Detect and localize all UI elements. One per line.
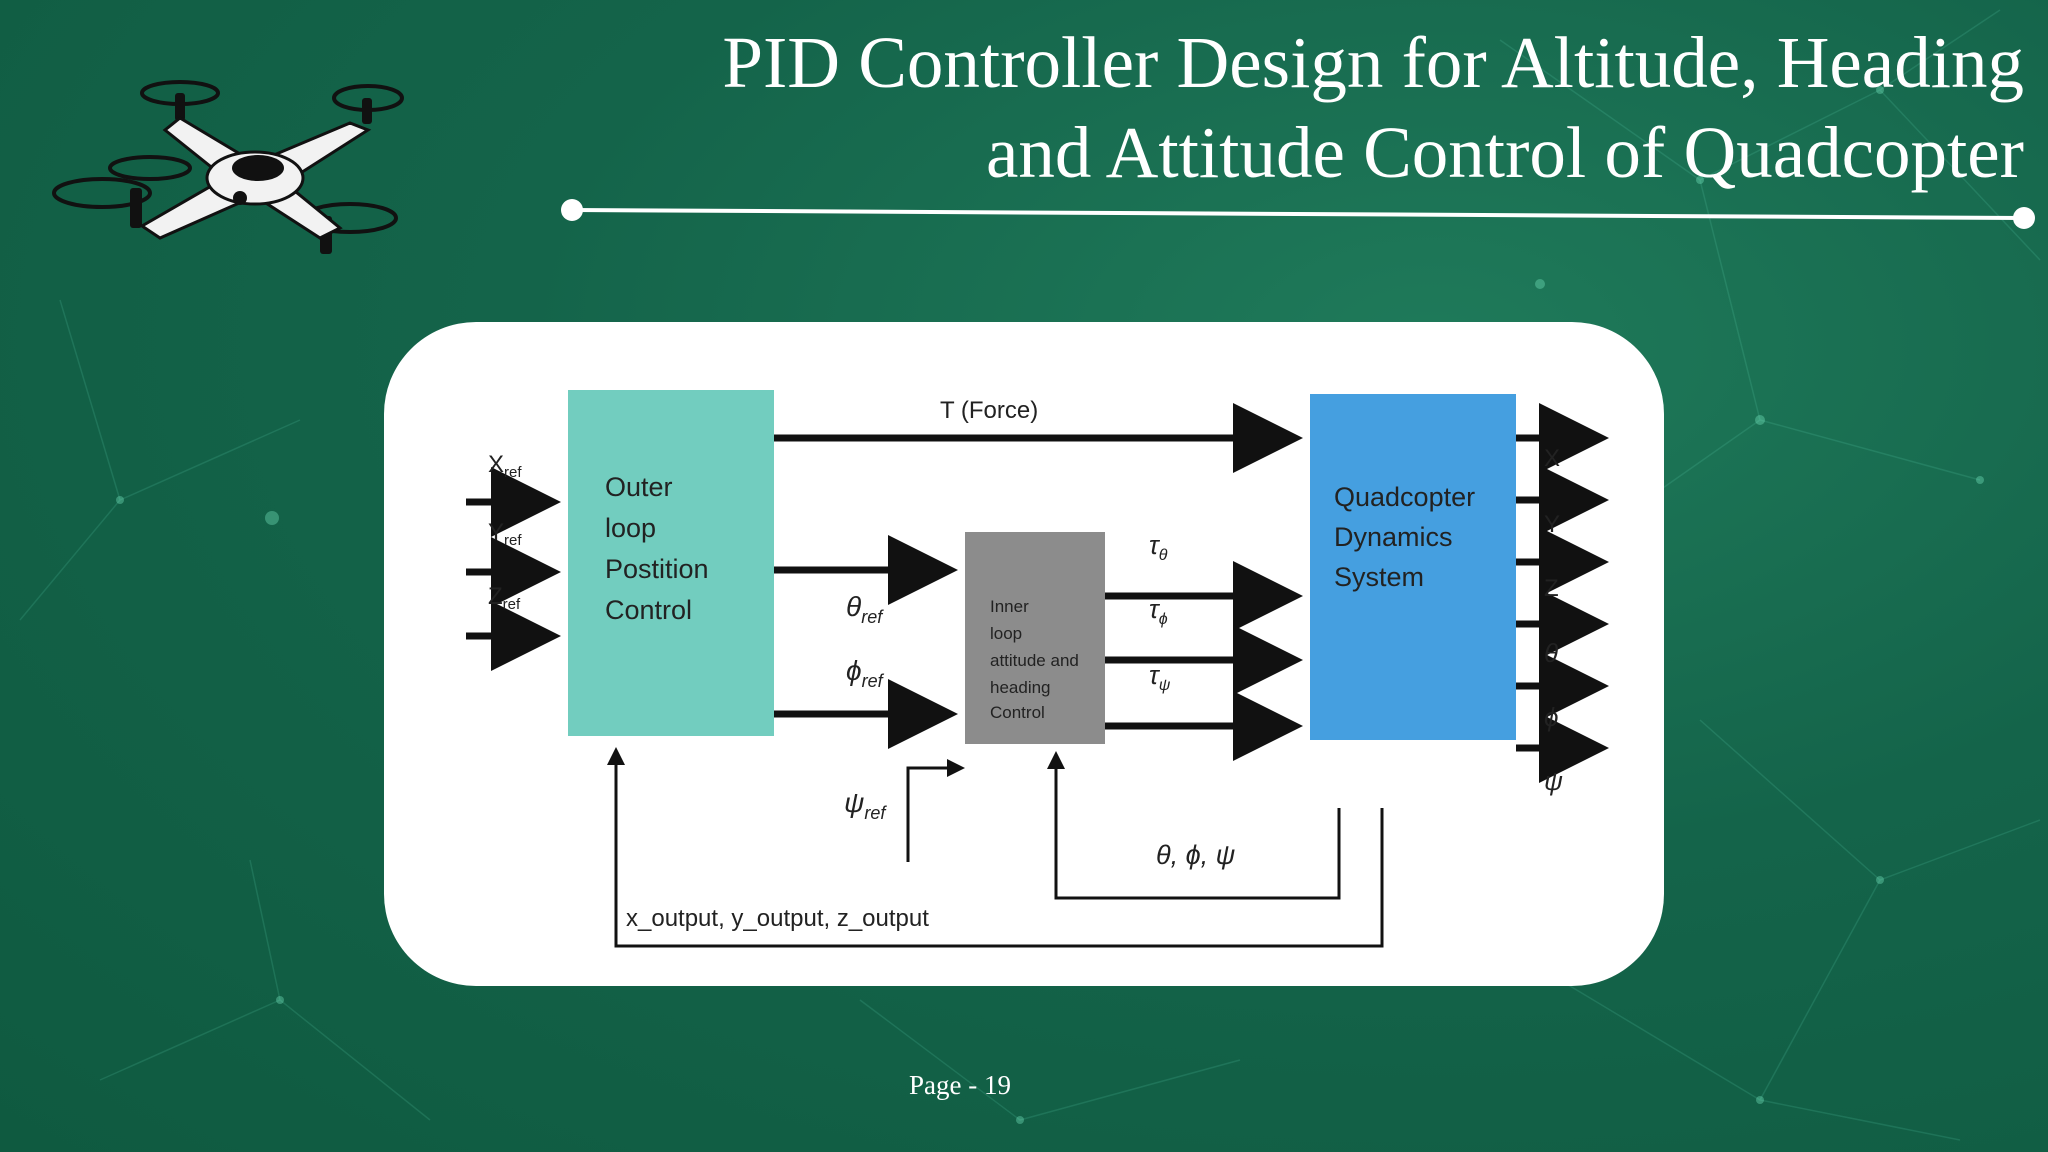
outer-loop-block [568,390,774,736]
title-line-1: PID Controller Design for Altitude, Head… [722,22,2024,103]
diagram-card: Outer loop Postition Control Inner loop … [384,322,1664,986]
output-psi-label: ψ [1544,766,1563,796]
output-phi-label: ϕ [1544,702,1558,732]
phi-ref-label: ϕref [846,655,885,691]
y-ref-label: Yref [488,519,522,549]
z-ref-label: Zref [488,583,521,613]
psi-ref-label: ψref [844,787,887,823]
output-theta-label: θ [1544,638,1558,668]
drone-icon [52,80,404,254]
title-line-2: and Attitude Control of Quadcopter [985,112,2024,193]
slide-title: PID Controller Design for Altitude, Head… [524,18,2024,198]
output-z-label: Z [1544,575,1559,602]
output-x-label: X [1544,445,1560,472]
block-diagram: Outer loop Postition Control Inner loop … [466,390,1609,948]
outer-block-label: Outer loop Postition Control [605,472,716,625]
tau-psi-label: τψ [1149,660,1171,694]
theta-ref-label: θref [846,591,884,627]
inner-loop-block [965,532,1105,744]
inner-block-label: Inner loop attitude and heading Control [990,597,1084,722]
output-y-label: Y [1544,511,1560,538]
tau-theta-label: τθ [1149,530,1168,564]
x-ref-label: Xref [488,451,522,481]
title-underline [561,199,2035,229]
attitude-feedback-label: θ, ϕ, ψ [1156,840,1235,870]
dynamics-block [1310,394,1516,740]
dynamics-block-label: Quadcopter Dynamics System [1334,482,1483,592]
thrust-label: T (Force) [940,397,1038,424]
page-number: Page - 19 [909,1070,1011,1100]
position-feedback-label: x_output, y_output, z_output [626,905,929,932]
tau-phi-label: τϕ [1149,594,1168,628]
